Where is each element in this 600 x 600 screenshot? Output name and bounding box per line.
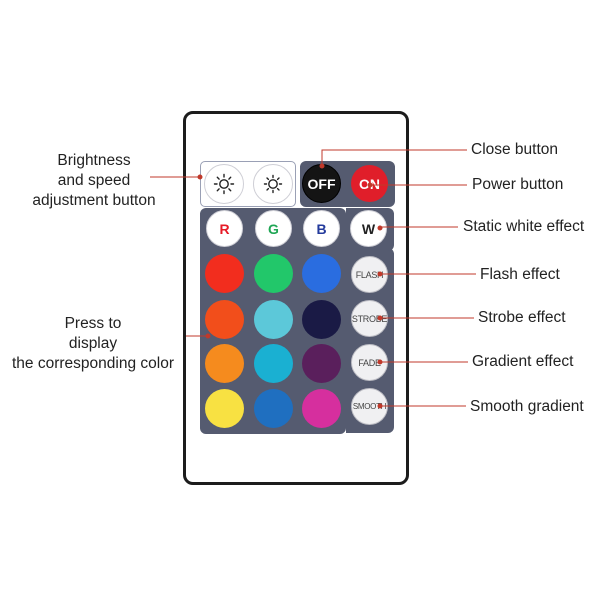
on-button[interactable]: ON [351, 165, 388, 202]
strobe-button-label: STROBE [351, 313, 388, 324]
fade-button[interactable]: FADE [351, 344, 388, 381]
brightness-label-line-3: adjustment button [32, 192, 156, 209]
press-label-line-2: display [68, 335, 118, 352]
press-label: Press to display the corresponding color [0, 314, 186, 374]
smooth-button[interactable]: SMOOTH [351, 388, 388, 425]
smooth-label: Smooth gradient [470, 398, 584, 415]
blue-button[interactable]: B [303, 210, 340, 247]
sun-outline-icon [263, 174, 283, 194]
color-button-orange[interactable] [205, 344, 244, 383]
brightness-label-line-1: Brightness [57, 152, 131, 169]
press-label-line-3: the corresponding color [12, 355, 174, 372]
off-button[interactable]: OFF [302, 164, 341, 203]
color-button-mid-blue[interactable] [254, 389, 293, 428]
strobe-label: Strobe effect [478, 309, 566, 326]
fade-button-label: FADE [358, 357, 381, 368]
color-button-cyan[interactable] [254, 344, 293, 383]
strobe-button[interactable]: STROBE [351, 300, 388, 337]
color-button-red-orange[interactable] [205, 254, 244, 293]
color-button-purple[interactable] [302, 344, 341, 383]
color-button-yellow[interactable] [205, 389, 244, 428]
off-button-label: OFF [307, 175, 336, 192]
color-button-navy[interactable] [302, 300, 341, 339]
brightness-label: Brightness and speed adjustment button [14, 151, 174, 211]
smooth-button-label: SMOOTH [352, 402, 387, 411]
brightness-group [200, 161, 296, 207]
on-button-label: ON [359, 175, 380, 192]
white-button[interactable]: W [350, 210, 387, 247]
green-button[interactable]: G [255, 210, 292, 247]
gradient-label: Gradient effect [472, 353, 574, 370]
flash-label: Flash effect [480, 266, 560, 283]
brightness-label-line-2: and speed [57, 172, 131, 189]
white-label: Static white effect [463, 218, 585, 235]
red-button[interactable]: R [206, 210, 243, 247]
flash-button[interactable]: FLASH [351, 256, 388, 293]
flash-button-label: FLASH [355, 269, 384, 280]
color-button-blue[interactable] [302, 254, 341, 293]
color-button-green[interactable] [254, 254, 293, 293]
red-button-label: R [219, 220, 230, 237]
white-button-label: W [361, 220, 376, 237]
color-button-light-cyan[interactable] [254, 300, 293, 339]
color-button-orange-red[interactable] [205, 300, 244, 339]
color-button-magenta[interactable] [302, 389, 341, 428]
power-label: Power button [472, 176, 564, 193]
press-label-line-1: Press to [64, 315, 122, 332]
close-label: Close button [471, 141, 559, 158]
blue-button-label: B [316, 220, 327, 237]
brightness-down-button[interactable] [253, 164, 293, 204]
sun-outline-icon [213, 173, 235, 195]
brightness-up-button[interactable] [204, 164, 244, 204]
green-button-label: G [268, 220, 279, 237]
